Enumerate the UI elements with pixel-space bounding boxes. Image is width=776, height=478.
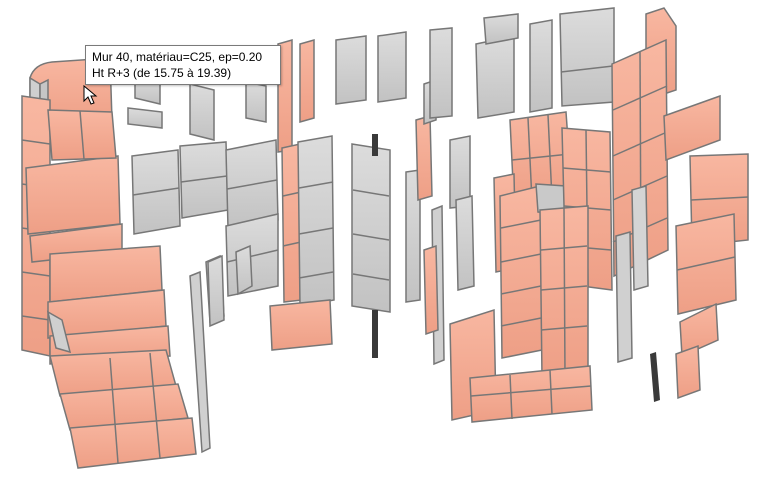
wall-group-right-far[interactable] (611, 7, 749, 402)
selected-wall[interactable] (372, 134, 378, 156)
tooltip-line-wall-info: Mur 40, matériau=C25, ep=0.20 (92, 50, 263, 64)
wall-group-center-left[interactable] (269, 39, 335, 351)
wall-info-tooltip: Mur 40, matériau=C25, ep=0.20 Ht R+3 (de… (85, 45, 281, 85)
wall-group-grey-top[interactable] (429, 7, 615, 291)
mouse-pointer-icon (83, 84, 98, 105)
wall-group-center[interactable] (335, 31, 437, 358)
wall-group-grey-left[interactable] (127, 77, 279, 328)
tooltip-line-height-info: Ht R+3 (de 15.75 à 19.39) (92, 66, 232, 80)
wall-group-right-core[interactable] (423, 111, 613, 423)
